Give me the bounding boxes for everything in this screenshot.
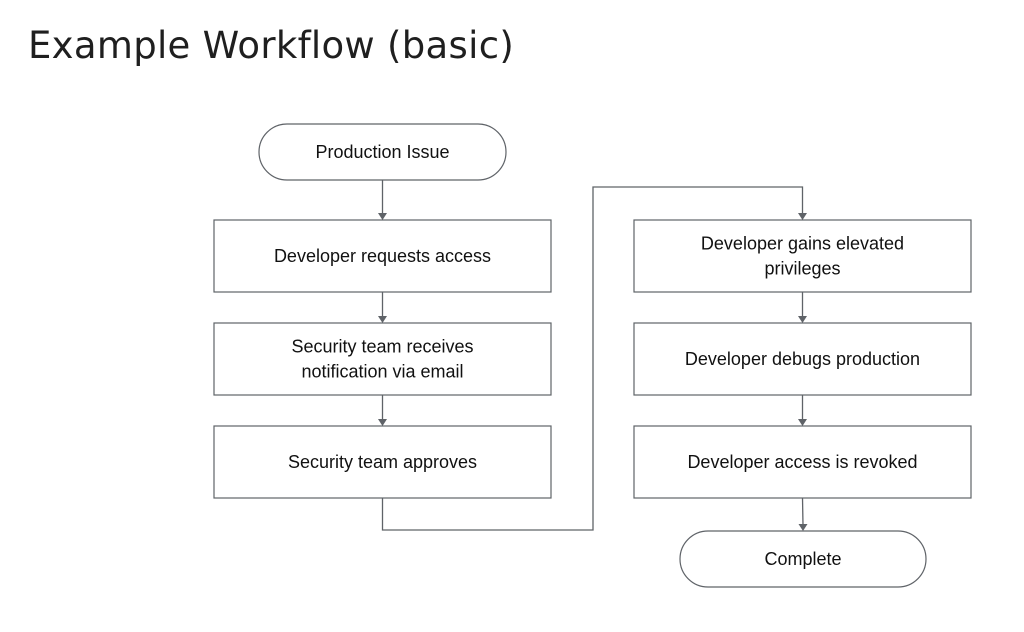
connector-developer-requests-access-to-security-team-receives-notification (378, 292, 387, 323)
node-label-line: privileges (764, 259, 840, 279)
terminator-shape (679, 530, 927, 588)
connector-developer-access-revoked-to-complete (798, 497, 808, 531)
process-box (213, 219, 552, 293)
connectors-layer (378, 180, 808, 531)
node-label-line: notification via email (301, 362, 463, 382)
arrowhead (798, 316, 807, 323)
flow-node-production-issue: Production Issue (258, 123, 507, 181)
flow-node-developer-access-revoked: Developer access is revoked (633, 425, 972, 499)
flow-node-developer-gains-elevated-privileges: Developer gains elevated privileges (633, 219, 972, 293)
flow-node-complete: Complete (679, 530, 927, 588)
connector-line (801, 497, 804, 526)
node-label-line: Complete (764, 549, 841, 569)
flow-node-developer-requests-access: Developer requests access (213, 219, 552, 293)
arrowhead (378, 419, 387, 426)
node-label-line: Developer gains elevated (701, 234, 904, 254)
connector-developer-debugs-production-to-developer-access-revoked (798, 395, 807, 426)
process-box (633, 322, 972, 396)
process-box (213, 425, 552, 499)
arrowhead (798, 524, 808, 531)
node-label-line: Security team receives (291, 337, 473, 357)
connector-security-team-approves-to-developer-gains-elevated-privileges (381, 186, 807, 531)
process-box (633, 219, 972, 293)
connector-production-issue-to-developer-requests-access (378, 180, 387, 220)
node-label-line: Developer requests access (274, 246, 491, 266)
slide-title: Example Workflow (basic) (28, 24, 515, 67)
node-label-line: Developer access is revoked (687, 452, 917, 472)
flow-node-developer-debugs-production: Developer debugs production (633, 322, 972, 396)
connector-line (381, 186, 804, 531)
process-box (633, 425, 972, 499)
process-box (213, 322, 552, 396)
node-label-line: Security team approves (288, 452, 477, 472)
connector-security-team-receives-notification-to-security-team-approves (378, 395, 387, 426)
arrowhead (378, 213, 387, 220)
flow-node-security-team-receives-notification: Security team receives notification via e… (213, 322, 552, 396)
node-label-line: Production Issue (315, 142, 449, 162)
arrowhead (798, 419, 807, 426)
arrowhead (378, 316, 387, 323)
node-label-line: Developer debugs production (685, 349, 920, 369)
flow-node-security-team-approves: Security team approves (213, 425, 552, 499)
terminator-shape (258, 123, 507, 181)
arrowhead (798, 213, 807, 220)
connector-developer-gains-elevated-privileges-to-developer-debugs-production (798, 292, 807, 323)
